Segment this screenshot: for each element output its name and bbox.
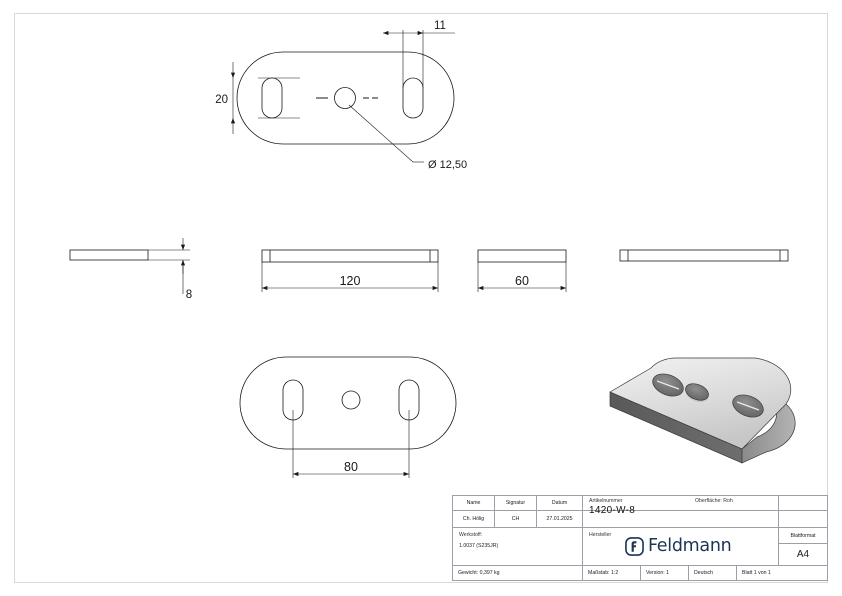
article-number-value: 1420-W-8 (589, 505, 636, 516)
version-value: Version: 1 (641, 566, 689, 580)
header-name: Name (453, 496, 495, 510)
spacer-top-right (779, 496, 827, 510)
sheet-format-label: Blattformat (779, 528, 827, 544)
surface-finish-label: Oberfläche: Roh (695, 498, 733, 504)
manufacturer-label: Hersteller (589, 532, 612, 538)
material-value: 1.0037 (S235JR) (459, 543, 499, 549)
weight-value: Gewicht: 0,397 kg (453, 566, 583, 580)
feldmann-logo-icon (625, 537, 644, 556)
title-block-header-row: Name Signatur Datum Artikelnummer Oberfl… (453, 496, 827, 516)
value-date: 27.01.2025 (537, 511, 583, 527)
header-signature: Signatur (495, 496, 537, 510)
scale-value: Maßstab: 1:2 (583, 566, 641, 580)
sheet-format-cell: Blattformat A4 (779, 528, 827, 565)
article-number-spacer (583, 511, 779, 527)
sheet-number-value: Blatt 1 von 1 (742, 570, 771, 576)
title-block-manufacturer-row: Werkstoff: 1.0037 (S235JR) Hersteller Fe… (453, 528, 827, 566)
material-cell: Werkstoff: 1.0037 (S235JR) (453, 528, 583, 565)
material-label: Werkstoff: (459, 532, 483, 538)
value-signature: CH (495, 511, 537, 527)
header-article-number: Artikelnummer (589, 498, 623, 504)
article-number-cell: Artikelnummer Oberfläche: Roh 1420-W-8 (583, 496, 779, 516)
title-block: Name Signatur Datum Artikelnummer Oberfl… (452, 495, 828, 581)
feldmann-logo: Feldmann (625, 535, 732, 556)
sheet-format-value: A4 (796, 549, 810, 560)
title-block-value-row: Ch. Hölig CH 27.01.2025 (453, 511, 827, 528)
spacer-right (779, 511, 827, 527)
manufacturer-cell: Hersteller Feldmann (583, 528, 779, 565)
header-date: Datum (537, 496, 583, 510)
language-value: Deutsch (689, 566, 737, 580)
sheet-border (14, 13, 828, 583)
value-name: Ch. Hölig (453, 511, 495, 527)
title-block-footer-row: Gewicht: 0,397 kg Maßstab: 1:2 Version: … (453, 566, 827, 580)
feldmann-logo-text: Feldmann (648, 535, 732, 556)
